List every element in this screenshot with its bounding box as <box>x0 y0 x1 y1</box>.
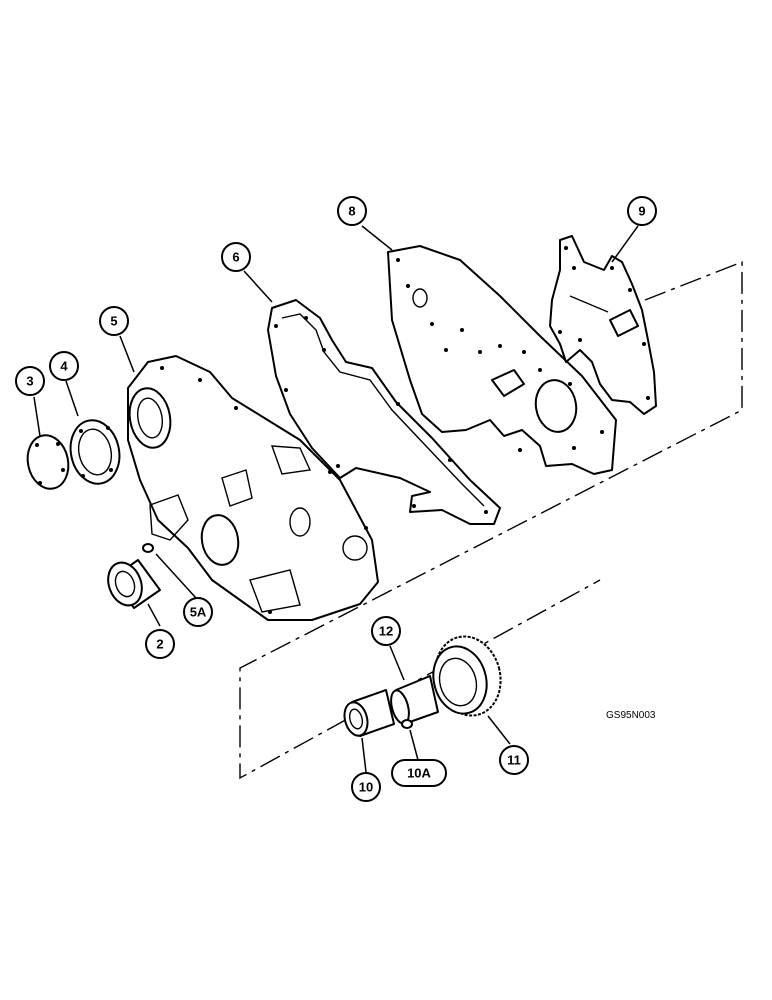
callout-10a: 10A <box>391 759 447 787</box>
callout-label: 5A <box>190 605 207 620</box>
callout-label: 11 <box>507 753 521 768</box>
part-front-plate <box>387 245 617 475</box>
callout-label: 6 <box>232 250 239 265</box>
callout-5: 5 <box>99 306 129 336</box>
figure-reference-code: GS95N003 <box>606 710 656 721</box>
callout-3: 3 <box>15 366 45 396</box>
callout-10: 10 <box>351 772 381 802</box>
part-idler-gear <box>432 635 502 717</box>
callout-5a: 5A <box>183 597 213 627</box>
callout-label: 8 <box>348 204 355 219</box>
part-idler-shaft <box>390 675 439 725</box>
callout-6: 6 <box>221 242 251 272</box>
assembly-plane-outline <box>239 260 743 780</box>
callout-2: 2 <box>145 629 175 659</box>
callout-label: 9 <box>638 204 645 219</box>
callout-label: 4 <box>60 359 68 374</box>
callout-11: 11 <box>499 745 529 775</box>
part-rear-plate <box>549 235 657 415</box>
leader-lines <box>33 225 639 773</box>
callout-label: 5 <box>110 314 117 329</box>
callout-label: 12 <box>379 624 393 639</box>
callout-4: 4 <box>49 351 79 381</box>
part-gasket-ring <box>69 419 121 485</box>
callout-label: 2 <box>156 637 163 652</box>
callout-label: 10 <box>359 780 373 795</box>
callout-label: 10A <box>407 766 431 781</box>
part-pin <box>401 719 413 729</box>
part-bushing <box>343 689 395 737</box>
part-seal <box>107 559 161 609</box>
callout-label: 3 <box>26 374 33 389</box>
callout-9: 9 <box>627 196 657 226</box>
callout-8: 8 <box>337 196 367 226</box>
callout-12: 12 <box>371 616 401 646</box>
part-timing-gear-housing <box>127 355 379 621</box>
part-dowel <box>142 543 154 553</box>
part-cover-plate <box>26 434 70 490</box>
part-housing-gasket <box>267 299 501 525</box>
